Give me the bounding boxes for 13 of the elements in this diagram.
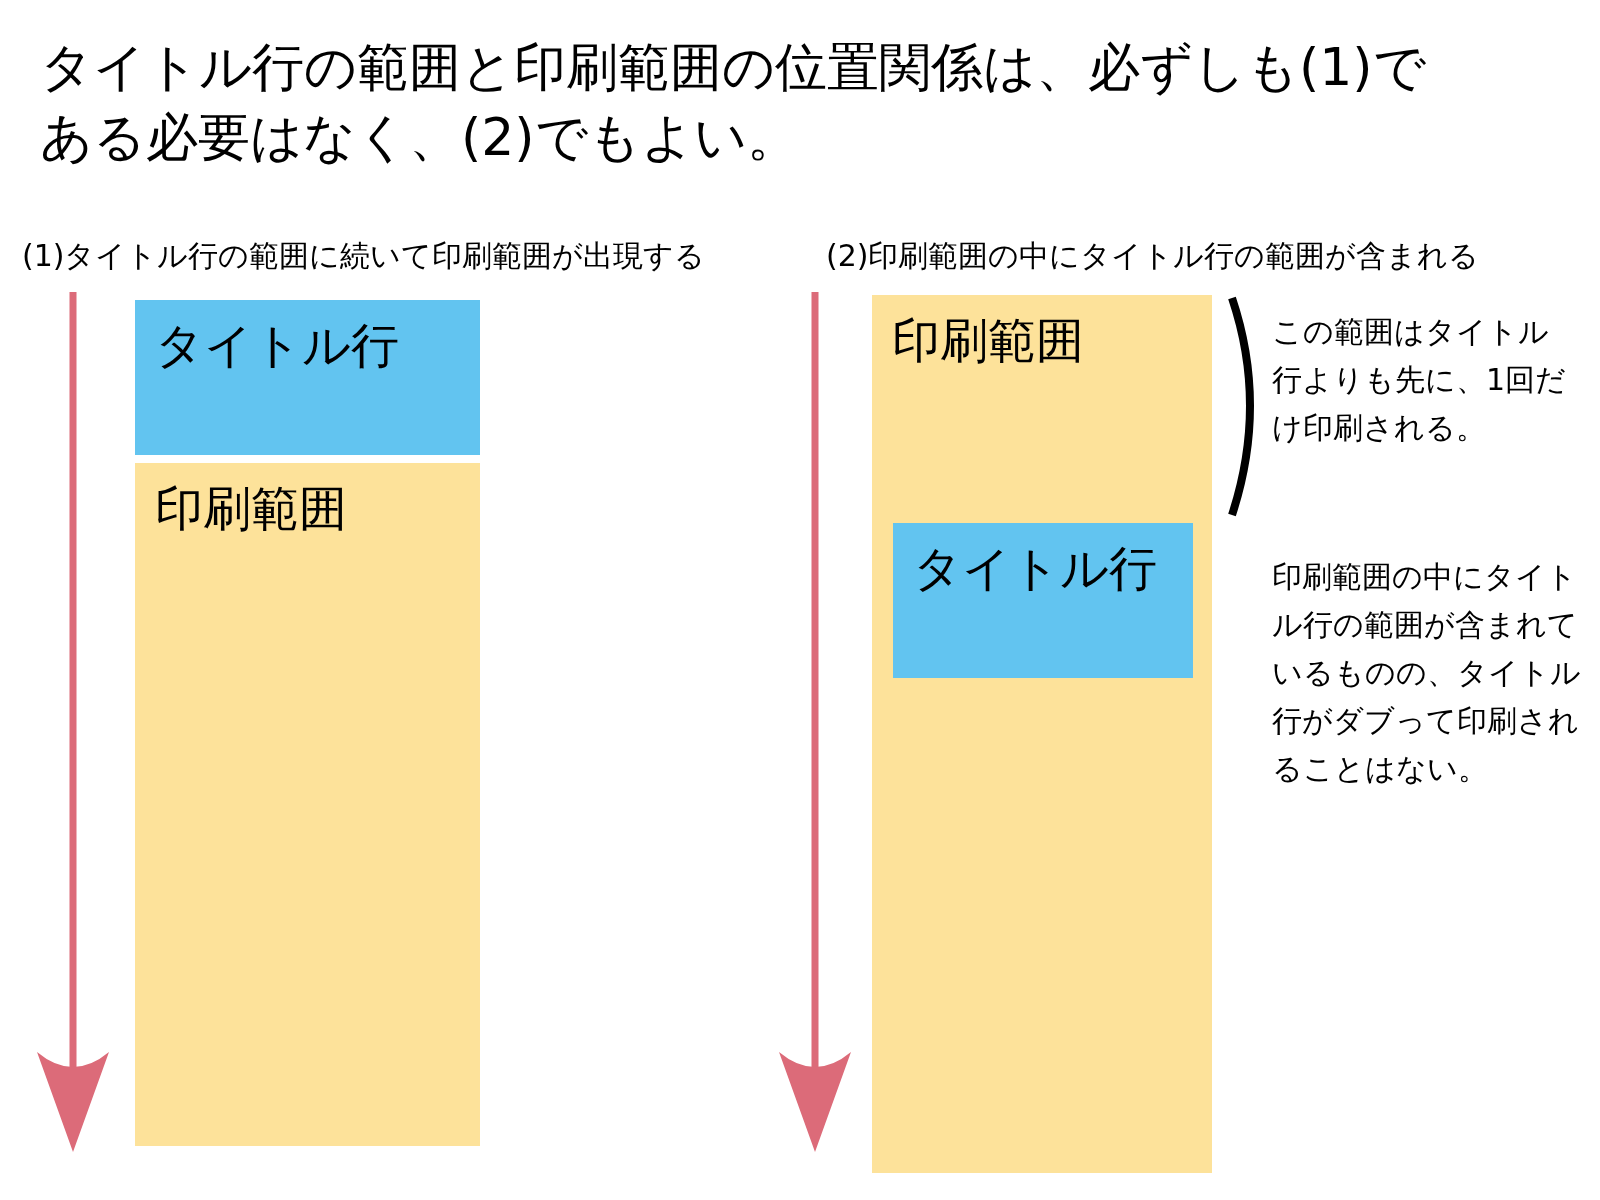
title-row-box xyxy=(893,523,1193,678)
box-label: タイトル行 xyxy=(155,316,400,375)
box-label: タイトル行 xyxy=(913,539,1158,598)
title-row-box xyxy=(135,300,480,455)
note-text: 印刷範囲の中にタイトル行の範囲が含まれているものの、タイトル行がダブって印刷されることはない。 xyxy=(1272,558,1582,788)
print-area-box xyxy=(872,295,1212,1173)
box-label: 印刷範囲 xyxy=(892,311,1085,370)
box-label: 印刷範囲 xyxy=(155,479,348,538)
note-text: この範囲はタイトル行よりも先に、1回だけ印刷される。 xyxy=(1272,313,1568,447)
print-area-box xyxy=(135,463,480,1146)
section-heading: (2)印刷範囲の中にタイトル行の範囲が含まれる xyxy=(826,237,1481,275)
section-heading: (1)タイトル行の範囲に続いて印刷範囲が出現する xyxy=(22,237,707,275)
title: タイトル行の範囲と印刷範囲の位置関係は、必ずしも(1)である必要はなく、(2)でもよい。 xyxy=(40,36,1427,169)
